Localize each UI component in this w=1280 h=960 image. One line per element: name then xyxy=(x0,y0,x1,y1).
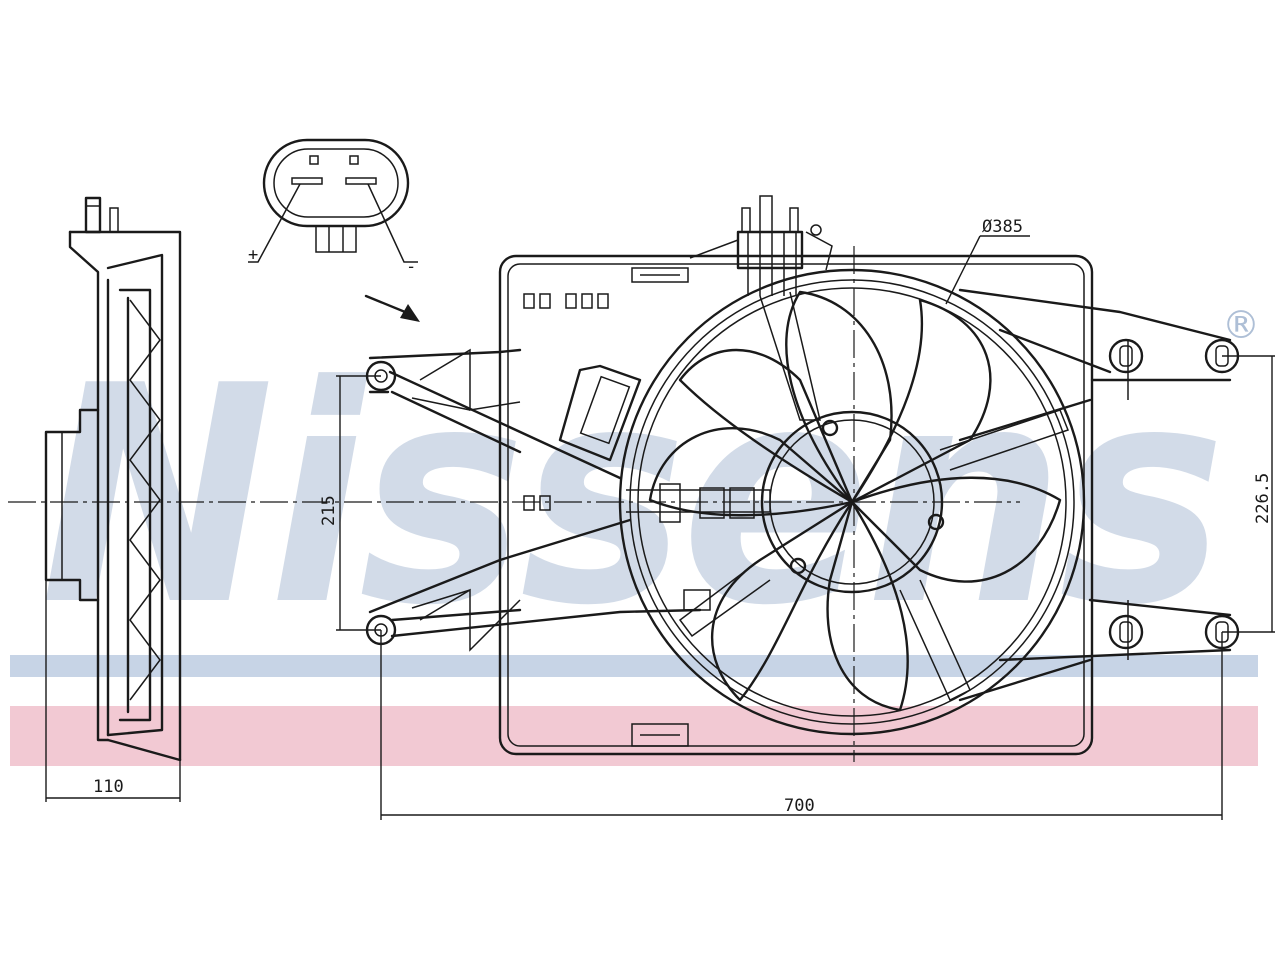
connector-plug-outline xyxy=(262,138,410,228)
side-view: 110 xyxy=(44,196,182,802)
width-dimension-label: 700 xyxy=(784,796,815,816)
mount-height-dimension-label: 215 xyxy=(319,495,339,526)
connector-minus-label: - xyxy=(406,257,416,277)
connector-pin-right xyxy=(345,177,377,185)
connector-view-arrow xyxy=(364,294,412,316)
depth-dimension-label: 110 xyxy=(93,777,124,797)
fan-spokes xyxy=(626,291,1069,702)
wire-harness xyxy=(689,195,833,296)
connector-detail: + - xyxy=(248,138,420,322)
frame-clips xyxy=(523,293,609,511)
front-view xyxy=(8,195,1240,762)
dimensions: 700 215 226.5 Ø385 xyxy=(319,217,1275,820)
hub-bolt xyxy=(821,419,839,437)
watermark: Nissens ® xyxy=(10,303,1260,766)
fan-diameter-label: Ø385 xyxy=(982,217,1023,237)
connector-pin-left xyxy=(291,177,323,185)
connector-latch xyxy=(315,225,357,253)
side-view-blades xyxy=(129,299,161,701)
connector-plus-label: + xyxy=(248,245,258,265)
frame-slot-top xyxy=(631,267,689,283)
frame-slot-bottom xyxy=(631,723,689,747)
right-height-dimension-label: 226.5 xyxy=(1253,473,1273,524)
side-view-terminals xyxy=(84,196,102,234)
side-view-motor xyxy=(44,408,100,602)
side-view-top-bracket xyxy=(68,230,182,762)
watermark-pink-band xyxy=(10,706,1258,766)
watermark-blue-band xyxy=(10,655,1258,677)
motor-connector xyxy=(558,364,755,611)
mounting-arms xyxy=(368,288,1232,702)
